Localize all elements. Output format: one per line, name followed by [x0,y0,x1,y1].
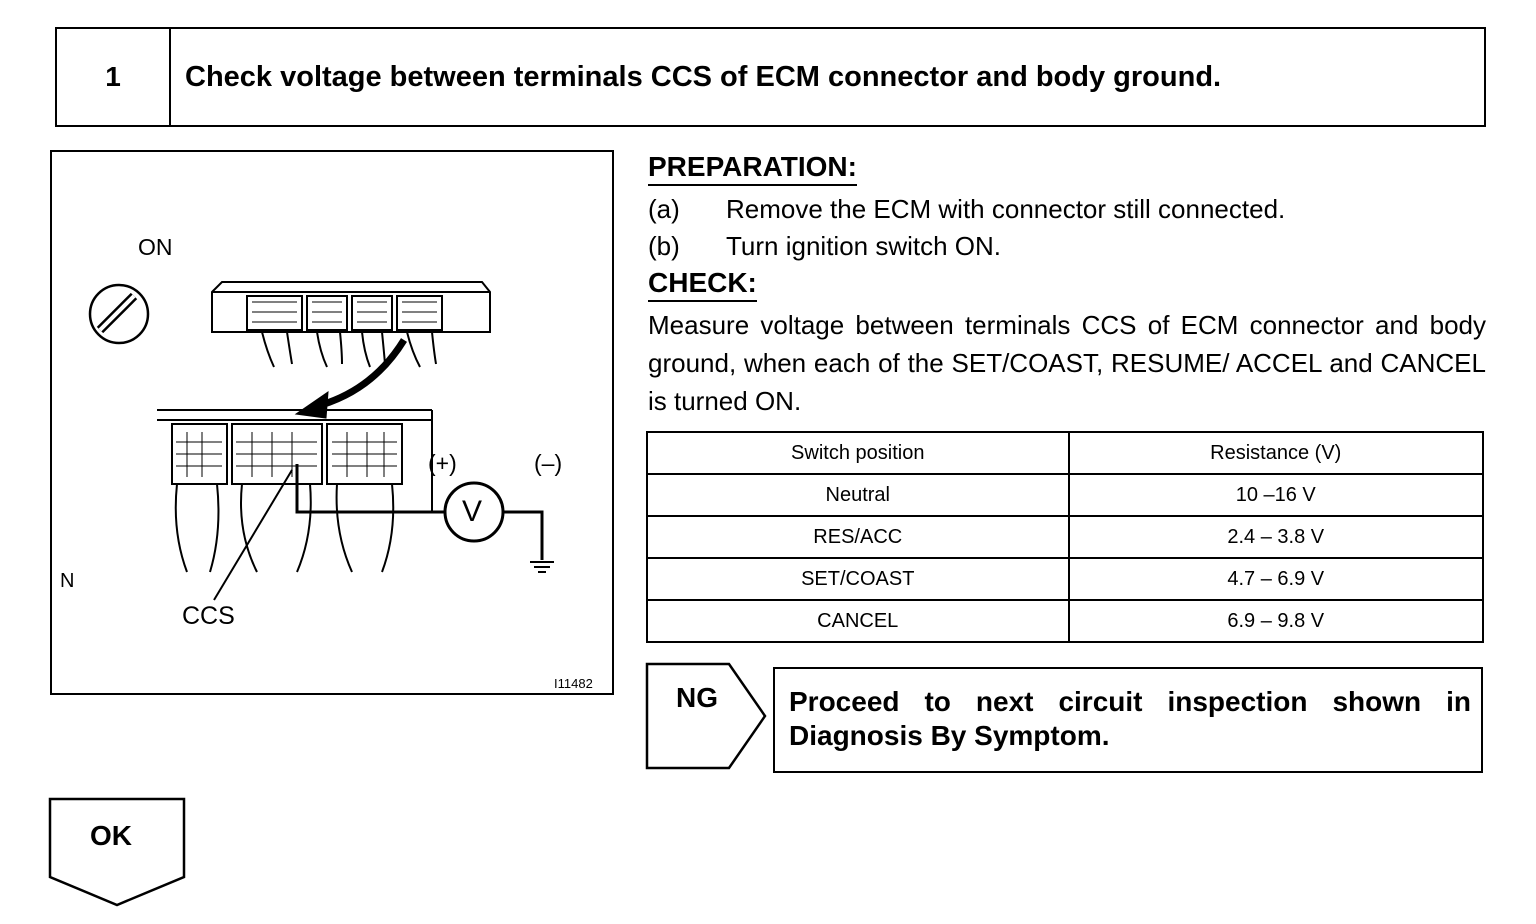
step-label: (a) [648,194,680,224]
table-row: Neutral 10 –16 V [646,473,1484,517]
step-label: (b) [648,231,680,261]
voltmeter-label: V [462,495,483,528]
table-row: CANCEL 6.9 – 9.8 V [646,599,1484,643]
ng-result-text: Proceed to next circuit inspection shown… [789,686,1471,751]
step-header: 1 Check voltage between terminals CCS of… [55,27,1486,127]
zoom-arrow-icon [294,338,407,419]
ok-arrow-icon [48,797,186,907]
plus-terminal-label: (+) [428,450,457,476]
preparation-step-a: (a) Remove the ECM with connector still c… [648,194,1285,225]
column-header: Switch position [646,431,1070,475]
ecm-diagram-drawing [88,281,554,601]
voltage-cell: 4.7 – 6.9 V [1067,557,1484,601]
ng-label: NG [676,682,718,713]
switch-position-cell: SET/COAST [646,557,1070,601]
ignition-switch-icon [88,283,150,345]
ccs-terminal-label: CCS [182,602,235,630]
switch-position-cell: Neutral [646,473,1070,517]
voltage-cell: 10 –16 V [1067,473,1484,517]
ecm-connector-closeup [157,409,554,601]
ok-label: OK [90,820,132,851]
minus-terminal-label: (–) [534,450,563,476]
ecm-unit [211,281,491,368]
preparation-step-b: (b) Turn ignition switch ON. [648,231,1001,262]
voltage-spec-table: Switch position Resistance (V) Neutral 1… [646,431,1484,643]
switch-position-cell: CANCEL [646,599,1070,643]
check-heading: CHECK: [648,267,757,302]
ng-result-box: Proceed to next circuit inspection shown… [773,667,1483,773]
step-text: Turn ignition switch ON. [726,231,1002,261]
column-header: Resistance (V) [1067,431,1484,475]
step-number: 1 [105,61,121,92]
voltage-cell: 6.9 – 9.8 V [1067,599,1484,643]
step-divider [169,29,171,125]
check-instructions: Measure voltage between terminals CCS of… [648,310,1486,416]
step-text: Remove the ECM with connector still conn… [726,194,1286,224]
ng-arrow-icon [645,662,767,770]
table-row: SET/COAST 4.7 – 6.9 V [646,557,1484,601]
table-row: RES/ACC 2.4 – 3.8 V [646,515,1484,559]
table-header-row: Switch position Resistance (V) [646,431,1484,475]
figure-code: I11482 [554,676,593,691]
ignition-on-label: ON [138,234,173,260]
ecm-connector-figure: ON (+) (–) V N CCS I11482 [50,150,614,695]
switch-position-cell: RES/ACC [646,515,1070,559]
n-label: N [60,570,75,592]
step-title: Check voltage between terminals CCS of E… [185,60,1222,93]
voltage-cell: 2.4 – 3.8 V [1067,515,1484,559]
preparation-heading: PREPARATION: [648,151,857,186]
